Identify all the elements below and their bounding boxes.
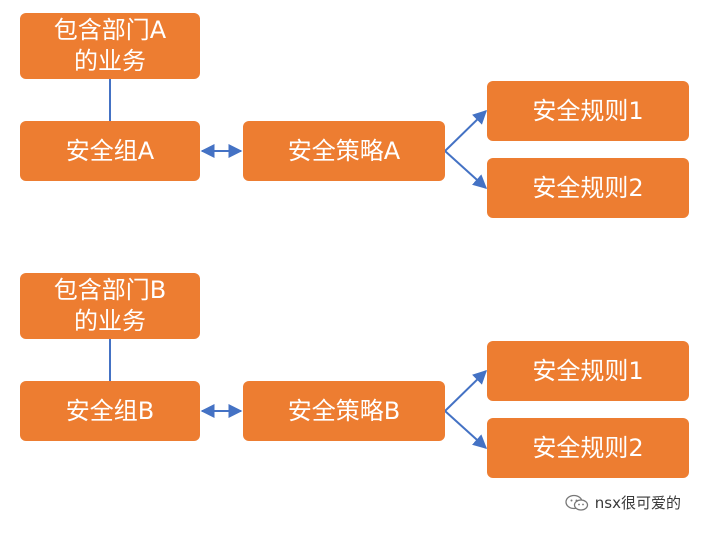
security-rule2-box-b: 安全规则2: [487, 418, 689, 478]
security-group-box-b: 安全组B: [20, 381, 200, 441]
business-box-a: 包含部门A 的业务: [20, 13, 200, 79]
security-rule2-label-a: 安全规则2: [532, 173, 644, 202]
security-policy-label-b: 安全策略B: [287, 396, 401, 425]
security-policy-box-b: 安全策略B: [243, 381, 445, 441]
security-rule1-label-a: 安全规则1: [532, 96, 644, 125]
business-label-b: 包含部门B 的业务: [53, 276, 167, 335]
connector-policy-b-to-rule1: [444, 370, 488, 412]
business-label-a: 包含部门A 的业务: [53, 16, 167, 75]
connector-policy-a-to-rule2: [444, 150, 488, 189]
security-policy-label-a: 安全策略A: [287, 136, 401, 165]
security-rule2-box-a: 安全规则2: [487, 158, 689, 218]
security-policy-box-a: 安全策略A: [243, 121, 445, 181]
connector-policy-b-to-rule2: [444, 410, 488, 449]
security-group-label-b: 安全组B: [65, 396, 155, 425]
connector-policy-a-to-rule1: [444, 110, 488, 152]
business-box-b: 包含部门B 的业务: [20, 273, 200, 339]
watermark-text: nsx很可爱的: [594, 494, 681, 512]
security-rule1-label-b: 安全规则1: [532, 356, 644, 385]
watermark: nsx很可爱的: [565, 492, 681, 513]
security-group-label-a: 安全组A: [65, 136, 155, 165]
security-rule1-box-a: 安全规则1: [487, 81, 689, 141]
security-rule2-label-b: 安全规则2: [532, 433, 644, 462]
security-group-box-a: 安全组A: [20, 121, 200, 181]
security-rule1-box-b: 安全规则1: [487, 341, 689, 401]
wechat-icon: [565, 494, 588, 511]
